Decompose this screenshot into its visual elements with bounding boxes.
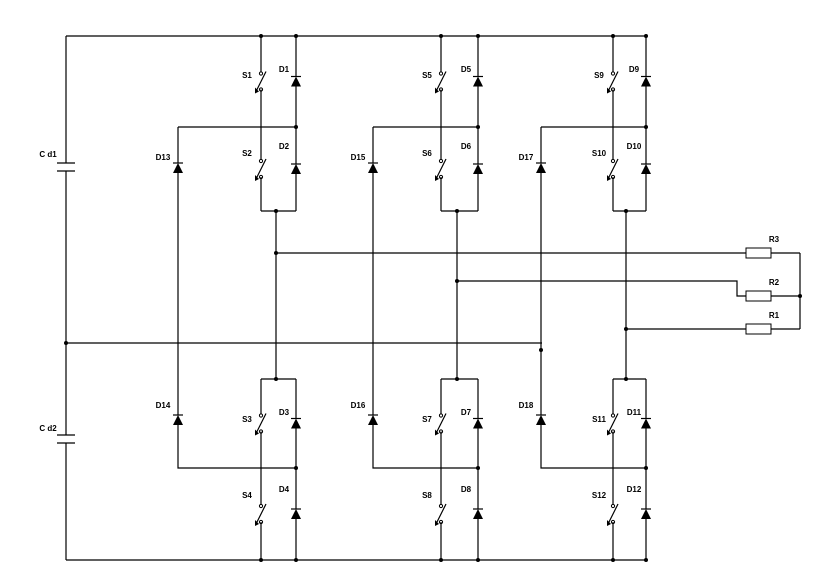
diode-label: D4 (279, 485, 290, 494)
junction-dot (259, 558, 263, 562)
clamp-diode-label: D15 (351, 153, 366, 162)
resistor-body (745, 290, 772, 302)
junction-dot (644, 466, 648, 470)
switch-label: S5 (422, 71, 432, 80)
junction-dot (539, 348, 543, 352)
diode-label: D6 (461, 142, 472, 151)
switch-label: S8 (422, 491, 432, 500)
diode-triangle (291, 418, 301, 429)
switch-label: S10 (592, 149, 607, 158)
junction-dot (439, 558, 443, 562)
diode-triangle (173, 163, 183, 173)
capacitor-label-cd2: C d2 (39, 424, 57, 433)
resistor-label-r1: R1 (769, 311, 780, 320)
diode-label: D12 (627, 485, 642, 494)
junction-dot (611, 34, 615, 38)
diode-label: D1 (279, 65, 290, 74)
diode-triangle (641, 164, 651, 174)
switch-label: S11 (592, 415, 606, 424)
clamp-diode-label: D13 (156, 153, 171, 162)
junction-dot (455, 209, 459, 213)
phase-leg-3 (536, 34, 651, 562)
junction-dot (294, 558, 298, 562)
capacitor-label-cd1: C d1 (39, 150, 57, 159)
resistor-body (745, 247, 772, 259)
junction-dot (611, 558, 615, 562)
junction-dot (439, 34, 443, 38)
switch-label: S4 (242, 491, 252, 500)
diode-label: D2 (279, 142, 290, 151)
diode-triangle (473, 418, 483, 429)
junction-dot (644, 558, 648, 562)
junction-dot (476, 466, 480, 470)
diode-triangle (291, 76, 301, 87)
diode-triangle (368, 163, 378, 173)
switch-label: S12 (592, 491, 607, 500)
clamp-diode-label: D16 (351, 401, 366, 410)
diode-triangle (173, 415, 183, 425)
switch-label: S1 (242, 71, 252, 80)
junction-dot (798, 294, 802, 298)
diode-label: D9 (629, 65, 640, 74)
junction-dot (294, 125, 298, 129)
resistor-body (745, 323, 772, 335)
junction-dot (455, 377, 459, 381)
junction-dot (64, 341, 68, 345)
diode-triangle (291, 509, 301, 519)
diode-label: D3 (279, 408, 290, 417)
diode-triangle (291, 164, 301, 174)
junction-dot (644, 34, 648, 38)
junction-dot (476, 34, 480, 38)
switch-label: S2 (242, 149, 252, 158)
dc-link-capacitors (57, 162, 75, 444)
diode-label: D5 (461, 65, 472, 74)
diode-triangle (536, 415, 546, 425)
junction-dot (624, 209, 628, 213)
diode-triangle (473, 164, 483, 174)
diode-triangle (641, 418, 651, 429)
load-resistors (274, 247, 802, 335)
junction-dot (644, 125, 648, 129)
diode-triangle (641, 509, 651, 519)
diode-label: D10 (627, 142, 642, 151)
resistor-label-r3: R3 (769, 235, 780, 244)
diode-label: D11 (627, 408, 642, 417)
diode-triangle (368, 415, 378, 425)
junction-dot (294, 466, 298, 470)
clamp-diode-label: D18 (519, 401, 534, 410)
junction-dot (624, 377, 628, 381)
phase-leg-2 (368, 34, 483, 562)
switch-label: S6 (422, 149, 432, 158)
junction-dot (476, 558, 480, 562)
junction-dot (274, 377, 278, 381)
switch-label: S9 (594, 71, 604, 80)
resistor-label-r2: R2 (769, 278, 780, 287)
diode-triangle (641, 76, 651, 87)
diode-triangle (473, 509, 483, 519)
junction-dot (259, 34, 263, 38)
diode-label: D7 (461, 408, 472, 417)
diode-triangle (536, 163, 546, 173)
junction-dot (294, 34, 298, 38)
dc-bus-rails (64, 35, 646, 561)
diode-triangle (473, 76, 483, 87)
junction-dot (476, 125, 480, 129)
diode-label: D8 (461, 485, 472, 494)
phase-leg-1 (173, 34, 301, 562)
clamp-diode-label: D14 (156, 401, 171, 410)
switch-label: S7 (422, 415, 432, 424)
clamp-diode-label: D17 (519, 153, 534, 162)
switch-label: S3 (242, 415, 252, 424)
junction-dot (274, 209, 278, 213)
